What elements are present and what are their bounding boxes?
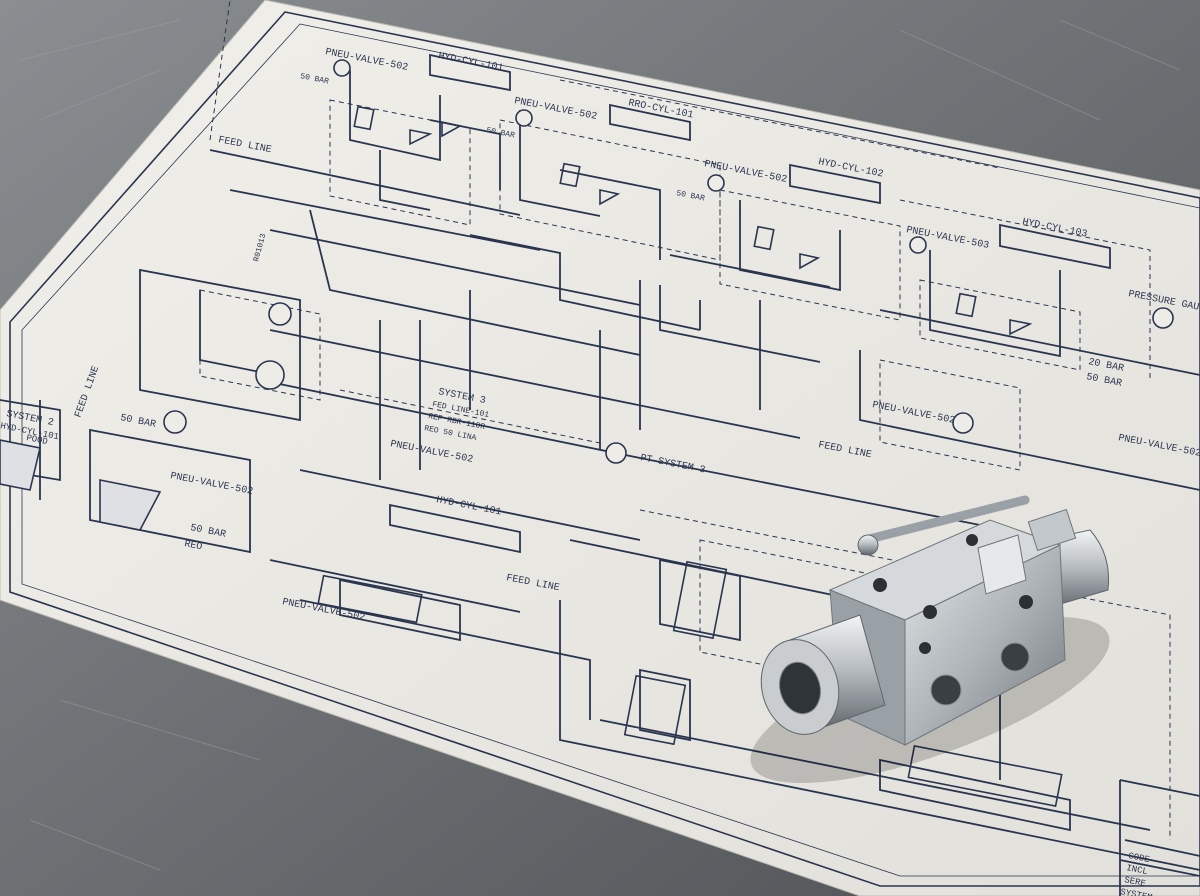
part-port [930, 674, 962, 706]
pump-icon [605, 442, 627, 464]
part-lever-knob [857, 534, 879, 556]
title-block-system: SYSTEM [1119, 887, 1153, 896]
part-bolt-hole [923, 605, 937, 619]
gauge-icon [268, 302, 292, 326]
part-bolt-hole [966, 534, 978, 546]
workbench-scratches [19, 19, 1181, 871]
part-nameplate [977, 534, 1027, 595]
drawing-border [9, 11, 1200, 887]
gauge-icon [333, 59, 351, 77]
gauge-icon [515, 109, 533, 127]
pressure-gauge-icons [163, 59, 1174, 464]
gauge-icon [707, 174, 725, 192]
gauge-icon [163, 410, 187, 434]
gauge-icon [909, 236, 927, 254]
part-threaded-bore [779, 661, 821, 715]
valve-symbols [0, 105, 1063, 807]
part-port [1000, 642, 1030, 672]
title-block-sere: SERE [1123, 875, 1146, 889]
part-lever [860, 495, 1030, 545]
pump-icon [952, 412, 974, 434]
title-block-incl: INCL [1125, 863, 1148, 877]
gauge-icon [1152, 307, 1174, 329]
part-clamp [1027, 508, 1077, 552]
label-pood: POOD [25, 433, 48, 447]
title-block-code: CODE [1127, 851, 1150, 865]
part-bolt-hole [873, 578, 887, 592]
label-reo: REO [183, 539, 203, 553]
part-bolt-hole [919, 642, 931, 654]
pump-icon [255, 360, 285, 390]
part-bolt-hole [1019, 595, 1033, 609]
steel-valve-part [750, 495, 1110, 784]
